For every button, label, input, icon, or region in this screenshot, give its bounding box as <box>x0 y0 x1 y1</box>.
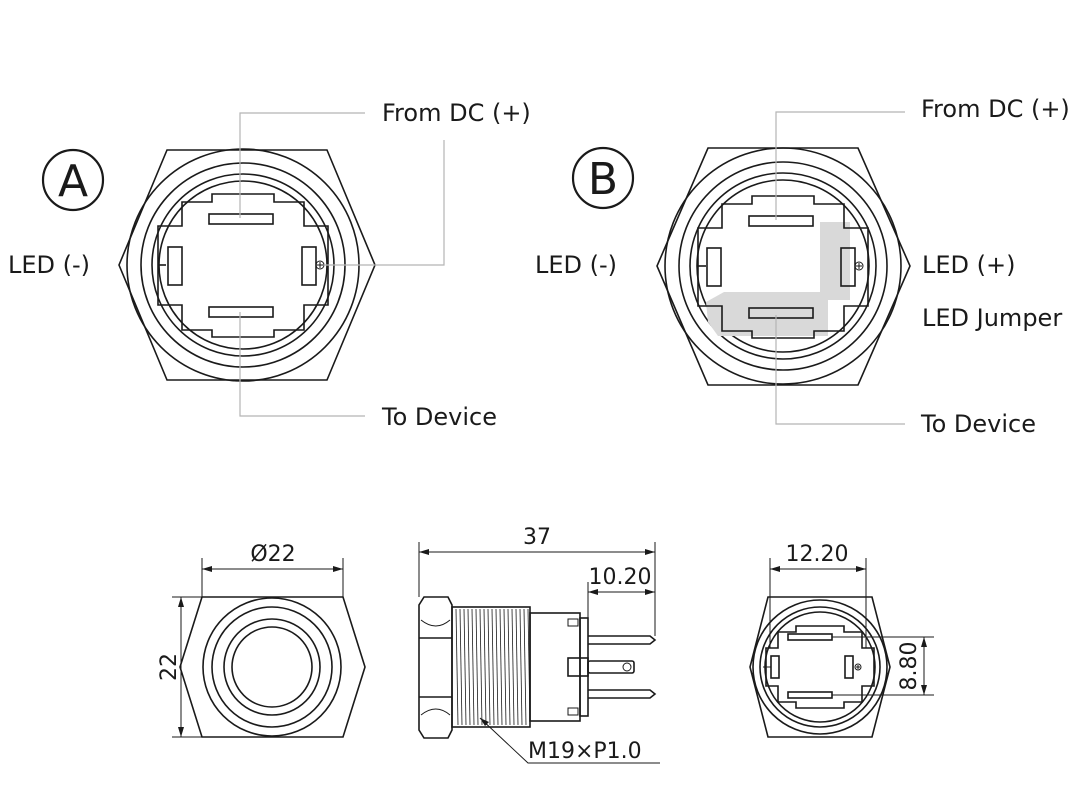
thread-line <box>459 608 463 726</box>
letter-b-badge: B <box>571 146 635 210</box>
rear-view-drawing <box>749 558 934 738</box>
thread-line <box>455 608 459 726</box>
dim-height: 22 <box>157 653 182 681</box>
side-view-drawing <box>418 542 660 764</box>
label-a-from-dc: From DC (+) <box>382 99 531 127</box>
thread-line <box>495 608 499 726</box>
label-b-to-device: To Device <box>920 410 1036 438</box>
thread-line <box>515 608 519 726</box>
dim-thread: M19×P1.0 <box>528 739 642 764</box>
plus-terminal-icon <box>315 260 325 270</box>
led-jumper-shade <box>706 222 850 336</box>
thread-line <box>487 608 491 726</box>
letter-a: A <box>58 156 88 207</box>
letter-b: B <box>588 154 618 205</box>
thread-line <box>507 608 511 726</box>
dim-diameter: Ø22 <box>250 542 295 567</box>
label-b-led-minus: LED (-) <box>535 251 617 279</box>
dim-terminal-spacing: 8.80 <box>897 642 922 691</box>
thread-line <box>503 608 507 726</box>
front-view-drawing <box>172 558 366 738</box>
switch-b-rear-view <box>656 111 911 425</box>
thread-line <box>483 608 487 726</box>
thread-line <box>471 608 475 726</box>
label-b-from-dc: From DC (+) <box>921 95 1070 123</box>
label-b-led-plus: LED (+) <box>922 251 1015 279</box>
dim-terminal-length: 10.20 <box>589 565 652 590</box>
label-a-led-minus: LED (-) <box>8 251 90 279</box>
thread-line <box>519 608 523 726</box>
thread-line <box>499 608 503 726</box>
label-b-led-jumper: LED Jumper <box>922 304 1062 332</box>
thread-lines <box>455 608 531 726</box>
thread-line <box>491 608 495 726</box>
thread-line <box>475 608 479 726</box>
thread-line <box>467 608 471 726</box>
thread-line <box>479 608 483 726</box>
switch-a-rear-view <box>118 112 445 417</box>
dim-length: 37 <box>523 525 551 550</box>
thread-line <box>523 608 527 726</box>
thread-line <box>511 608 515 726</box>
label-a-to-device: To Device <box>381 403 497 431</box>
dim-terminal-width: 12.20 <box>786 542 849 567</box>
thread-line <box>463 608 467 726</box>
plus-terminal-icon <box>854 261 864 271</box>
letter-a-badge: A <box>41 148 105 212</box>
plus-terminal-icon <box>854 663 862 671</box>
